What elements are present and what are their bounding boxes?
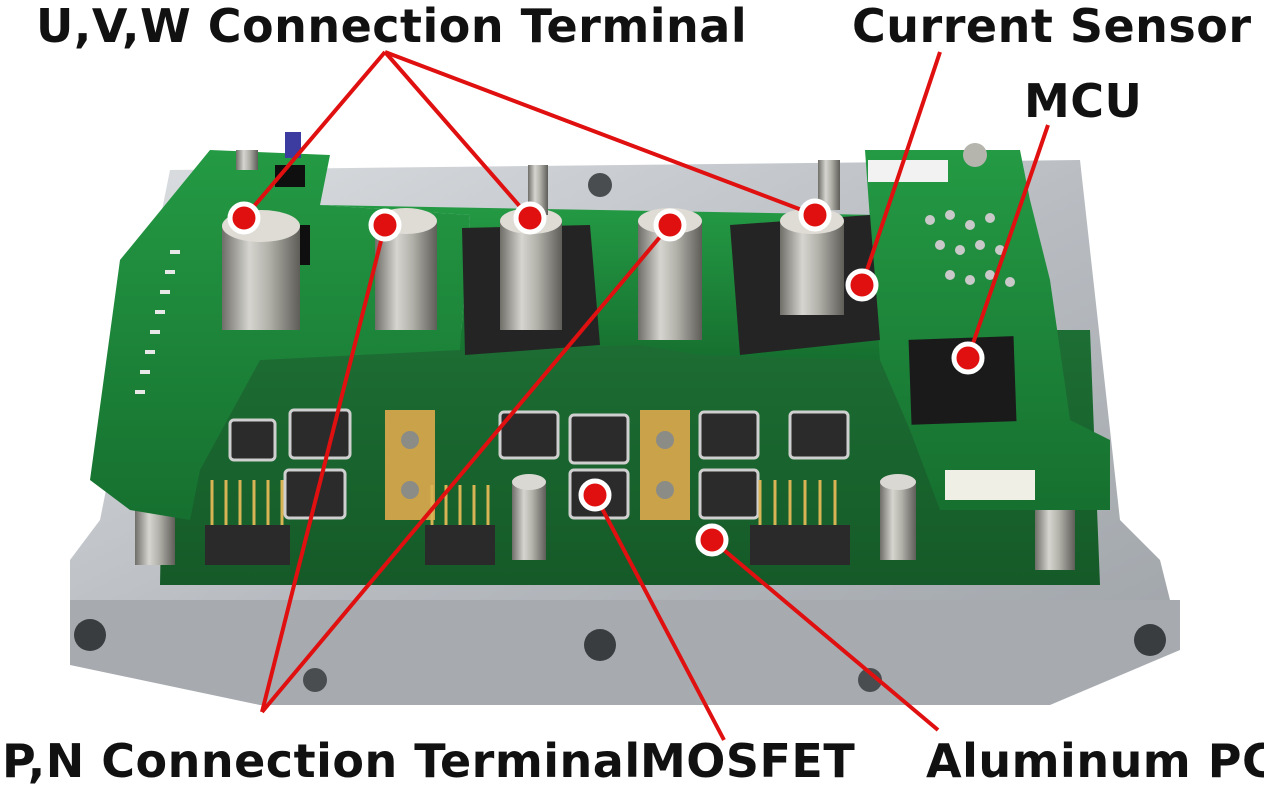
- pn-terminal-label: P,N Connection Terminal: [2, 734, 641, 788]
- mcu-board: [865, 150, 1110, 510]
- mosfet-label: MOSFET: [640, 734, 856, 788]
- callout-lines: [242, 50, 1050, 741]
- aluminum-pcb-label: Aluminum PCB: [926, 734, 1264, 788]
- callout-dots: [227, 198, 985, 557]
- current-sensor-label: Current Sensor: [852, 0, 1252, 53]
- mcu-label: MCU: [1024, 74, 1143, 128]
- uvw-terminal-label: U,V,W Connection Terminal: [36, 0, 748, 53]
